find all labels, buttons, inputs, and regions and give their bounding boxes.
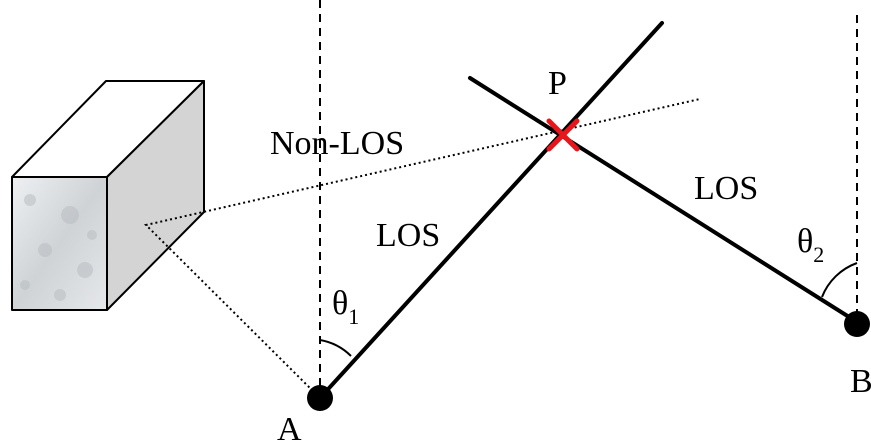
obstacle-box-texture <box>20 194 97 301</box>
los-line-a <box>318 21 664 400</box>
label-los-a: LOS <box>376 217 440 254</box>
theta1-arc <box>319 339 352 357</box>
label-theta2: θ2 <box>797 223 824 267</box>
obstacle-box <box>11 80 205 311</box>
label-theta1: θ1 <box>332 285 359 329</box>
los-line-b <box>468 76 859 324</box>
non-los-path <box>144 98 701 399</box>
label-los-b: LOS <box>694 170 758 207</box>
intersection-marker <box>546 118 580 152</box>
endpoint-b <box>844 311 870 337</box>
label-b: B <box>850 363 871 400</box>
endpoint-a <box>307 385 333 411</box>
label-p: P <box>548 65 567 102</box>
label-a: A <box>277 411 302 443</box>
label-non-los: Non-LOS <box>270 125 404 162</box>
theta2-arc <box>821 262 858 298</box>
